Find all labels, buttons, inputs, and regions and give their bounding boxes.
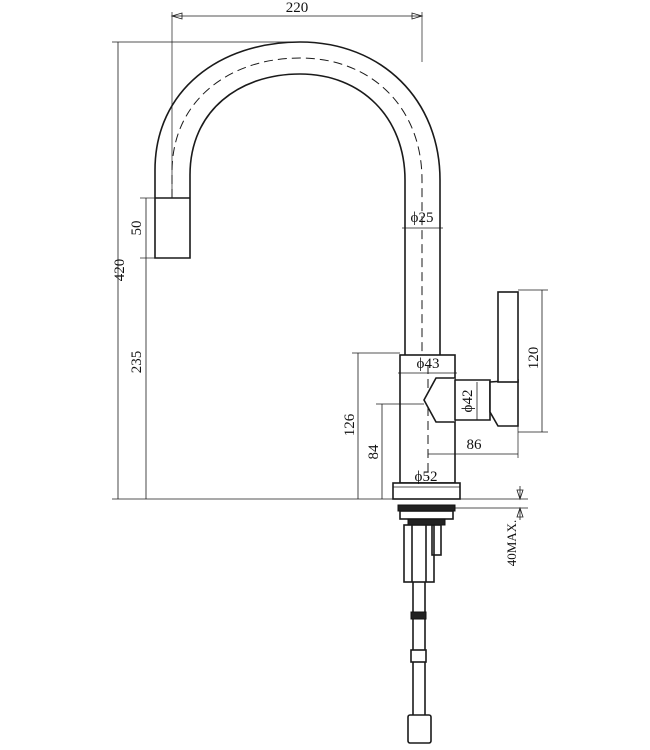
dim-body-diameter: ϕ43 [398, 356, 457, 374]
dim-lever-length-label: 120 [526, 347, 542, 370]
dim-reach-label: 220 [286, 0, 309, 16]
dim-lever-diameter-label: ϕ42 [460, 390, 476, 413]
dim-body-height-label: 126 [342, 413, 358, 436]
dim-spout-diameter-label: ϕ25 [411, 210, 434, 226]
base-flange [392, 482, 461, 500]
dim-lever-diameter: ϕ42 [460, 382, 478, 420]
dim-spout-height-label: 235 [129, 351, 145, 374]
dim-lever-length: 120 [518, 289, 548, 433]
dim-handle-height: 84 [366, 403, 424, 499]
dim-counter-thickness: 40MAX. [455, 486, 528, 566]
dim-lever-reach-label: 86 [467, 437, 483, 453]
dim-spout-tip: 50 [129, 197, 155, 259]
spray-head [154, 198, 191, 259]
dim-base-diameter: ϕ52 [393, 469, 460, 488]
dim-spout-height: 235 [129, 258, 147, 499]
dim-reach: 220 [170, 0, 424, 196]
handle-lever [423, 291, 519, 427]
dim-total-height: 420 [112, 41, 393, 500]
dim-counter-thickness-label: 40MAX. [504, 520, 519, 567]
gooseneck-spout [154, 41, 441, 355]
dim-spout-tip-label: 50 [129, 221, 145, 236]
supply-hose [407, 582, 432, 744]
dim-total-height-label: 420 [112, 259, 128, 282]
dim-handle-height-label: 84 [366, 444, 382, 460]
dim-body-height: 126 [342, 352, 400, 499]
dim-spout-diameter: ϕ25 [402, 210, 443, 229]
mounting-assembly [397, 504, 456, 583]
dim-lever-reach: 86 [428, 426, 519, 458]
dim-body-diameter-label: ϕ43 [417, 356, 440, 372]
dim-base-diameter-label: ϕ52 [415, 469, 438, 485]
